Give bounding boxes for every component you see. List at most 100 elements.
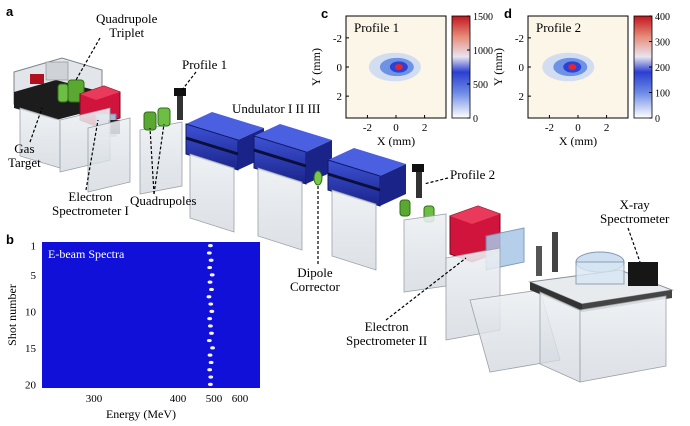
spectrum-peak [208, 382, 213, 386]
label-quadrupole-triplet-line2: Triplet [109, 25, 145, 40]
undulator-3 [327, 148, 406, 271]
spectrum-peak [208, 324, 213, 328]
label-dipole-corrector-line2: Corrector [290, 279, 340, 294]
beam-peak [568, 63, 577, 71]
x-tick-label: 2 [422, 122, 428, 134]
spectrum-peak [207, 280, 213, 284]
x-tick-label: 0 [393, 122, 399, 134]
colorbar-tick-label: 0 [655, 114, 660, 125]
label-gas-target: Gas Target [8, 142, 41, 170]
label-dipole-corrector: Dipole Corrector [290, 266, 340, 294]
x-tick-label: 2 [604, 122, 610, 134]
quadrupole-triplet [57, 79, 85, 103]
label-electron-spectrometer-1-line2: Spectrometer I [52, 203, 129, 218]
dipole-corrector-ring [313, 170, 323, 186]
spectrum-peak [208, 258, 214, 262]
y-tick-label: 2 [337, 91, 343, 103]
y-tick-label: 0 [337, 62, 343, 74]
spectrum-peak [208, 360, 214, 365]
y-tick-label: 5 [31, 270, 37, 282]
profile-title: Profile 1 [354, 20, 399, 35]
label-electron-spectrometer-2-line1: Electron [364, 319, 409, 334]
panel-letter-d: d [504, 6, 512, 21]
y-axis-label: Shot number [5, 284, 19, 346]
colorbar-tick-label: 1500 [473, 12, 493, 23]
x-tick-label: 0 [575, 122, 581, 134]
x-tick-label: 500 [206, 393, 223, 405]
y-tick-label: 1 [31, 241, 37, 253]
xray-spectrometer-table [528, 232, 674, 383]
x-tick-label: 300 [86, 393, 103, 405]
label-quadrupole-triplet: Quadrupole Triplet [96, 12, 157, 40]
y-tick-label: 2 [519, 91, 525, 103]
spectrum-peak [209, 287, 214, 292]
undulator-2 [253, 124, 332, 251]
panel-letter-a: a [6, 4, 14, 19]
leader-quadrupole-triplet [75, 37, 101, 81]
y-tick-label: 0 [519, 62, 525, 74]
y-tick-label: 10 [25, 306, 37, 318]
label-gas-target-line1: Gas [14, 141, 35, 156]
x-axis-label: Energy (MeV) [106, 407, 176, 421]
colorbar-tick-label: 200 [655, 63, 670, 74]
label-xray-spectrometer-line1: X-ray [619, 197, 650, 212]
y-axis-label: Y (mm) [309, 48, 323, 86]
spectrum-peak [209, 331, 214, 335]
colorbar-tick-label: 400 [655, 12, 670, 23]
support-frames [19, 107, 183, 195]
spectrum-peak [209, 273, 215, 277]
label-quadrupoles: Quadrupoles [130, 193, 197, 208]
label-undulator: Undulator I II III [232, 101, 321, 116]
spectrum-peak [206, 338, 212, 343]
colorbar-tick-label: 1000 [473, 46, 493, 57]
x-tick-label: 400 [170, 393, 187, 405]
label-xray-spectrometer: X-ray Spectrometer [600, 198, 669, 226]
spectrum-peak [206, 295, 212, 299]
x-tick-label: -2 [545, 122, 554, 134]
leader-gas-target [29, 107, 43, 143]
panel-letter-b: b [6, 232, 14, 247]
spectrum-peak [207, 265, 213, 270]
y-tick-label: 15 [25, 343, 37, 355]
label-quadrupole-triplet-line1: Quadrupole [96, 11, 158, 26]
colorbar-tick-label: 100 [655, 89, 670, 100]
spectra-background [42, 242, 260, 388]
label-electron-spectrometer-1-line1: Electron [68, 189, 113, 204]
y-axis-label: Y (mm) [491, 48, 505, 86]
x-tick-label: 600 [232, 393, 249, 405]
spectrum-peak [209, 309, 215, 313]
spectrum-peak [207, 368, 213, 372]
leader-xray-spectrometer [627, 227, 641, 263]
spectrum-peak [208, 302, 214, 306]
spectrum-peak [206, 251, 212, 255]
label-dipole-corrector-line1: Dipole [297, 265, 333, 280]
label-profile-1: Profile 1 [182, 57, 228, 72]
x-axis-label: X (mm) [377, 134, 415, 148]
profile-2-screen [399, 164, 447, 293]
profile-1-screen [174, 88, 186, 120]
colorbar [451, 15, 471, 119]
y-tick-label: -2 [333, 33, 342, 45]
spectrum-peak [208, 375, 214, 379]
colorbar-tick-label: 0 [473, 114, 478, 125]
electron-spectrometer-2 [445, 205, 561, 373]
spectrum-peak [207, 353, 213, 357]
spectrum-peak [207, 317, 213, 321]
y-tick-label: -2 [515, 33, 524, 45]
leader-quadrupoles-a [149, 127, 155, 195]
leader-profile-2 [423, 177, 449, 185]
leader-profile-1 [181, 71, 197, 91]
leader-quadrupoles-b [153, 123, 165, 195]
profile-title: Profile 2 [536, 20, 581, 35]
colorbar-tick-label: 300 [655, 38, 670, 49]
label-xray-spectrometer-line2: Spectrometer [600, 211, 670, 226]
x-axis-label: X (mm) [559, 134, 597, 148]
x-tick-label: -2 [363, 122, 372, 134]
label-electron-spectrometer-1: Electron Spectrometer I [52, 190, 129, 218]
label-electron-spectrometer-2-line2: Spectrometer II [346, 333, 428, 348]
label-electron-spectrometer-2: Electron Spectrometer II [346, 320, 427, 348]
colorbar-tick-label: 500 [473, 80, 488, 91]
